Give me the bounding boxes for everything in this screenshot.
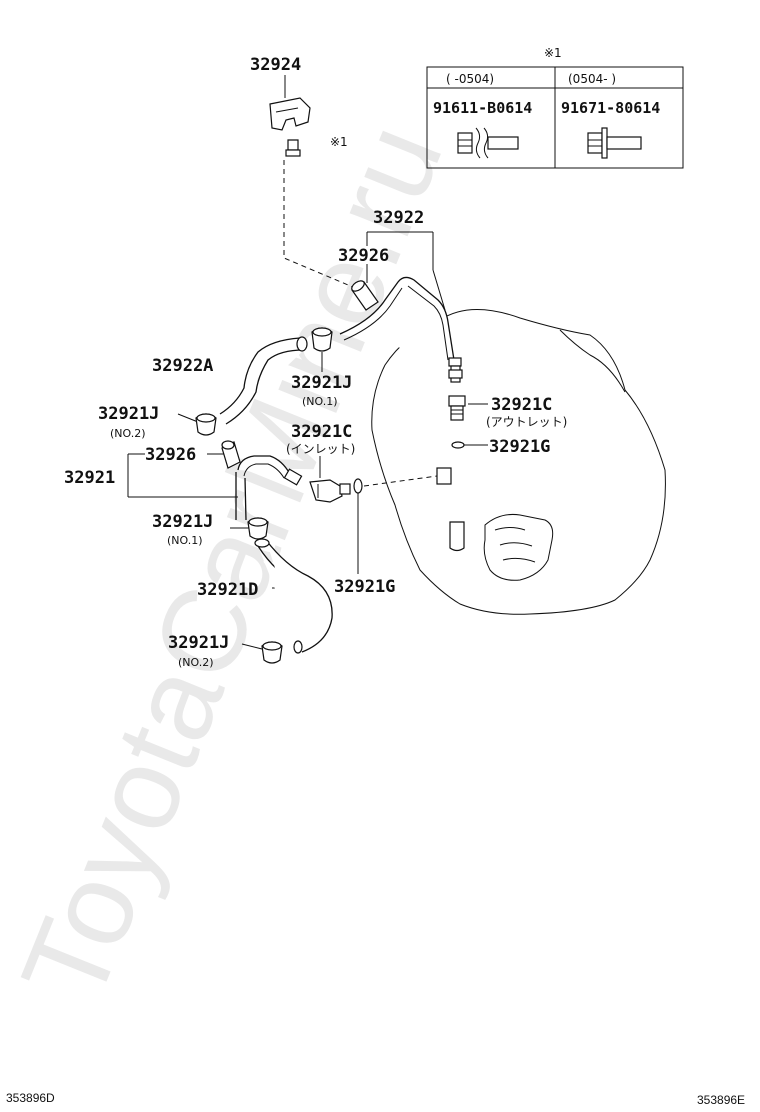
label-32921G-right: 32921G [489,437,550,457]
label-32921: 32921 [64,468,115,488]
label-no1-mid: (NO.1) [167,534,203,547]
clamp-32924-icon [269,97,311,157]
oring-32921G-bottom-icon [353,478,363,494]
hose-32922A [219,336,308,425]
sleeve-32926-mid-icon [221,440,241,469]
table-note-mark: ※1 [544,46,562,60]
clip-32921J-no1-top-icon [311,327,333,352]
clip-32921J-no2-top-icon [195,413,217,436]
label-32921D: 32921D [197,580,258,600]
footer-code-left: 353896D [6,1091,55,1105]
label-no2-top: (NO.2) [110,427,146,440]
label-32921J-no2-top: 32921J [98,404,159,424]
label-32921J-no1-mid: 32921J [152,512,213,532]
fitting-32921C-outlet-icon [448,395,466,421]
label-32922A: 32922A [152,356,213,376]
label-32921J-no2-bottom: 32921J [168,633,229,653]
label-32921C-inlet: 32921C [291,422,352,442]
label-32922: 32922 [373,208,424,228]
bolt-with-washer-icon [457,127,519,159]
table-header-left: ( -0504) [446,72,494,86]
label-32924: 32924 [250,55,301,75]
transmission-outline [371,309,666,615]
sleeve-32926-top-icon [351,280,379,311]
clip-32921J-no2-bottom-icon [261,641,283,664]
label-inlet-jp: (インレット) [286,442,355,456]
case-fitting-lower [449,521,465,552]
label-32926-top: 32926 [338,246,389,266]
table-part-right: 91671-80614 [561,99,660,117]
oring-32921G-right-icon [451,441,465,449]
label-no1-top: (NO.1) [302,395,338,408]
note-mark-bolt: ※1 [330,135,348,149]
case-fitting-upper [436,467,452,485]
bolt-table: ※1 ( -0504) (0504- ) 91611-B0614 91671-8… [426,46,684,169]
label-32921C-outlet: 32921C [491,395,552,415]
table-part-left: 91611-B0614 [433,99,532,117]
pipe-32922 [339,276,463,383]
footer-code-right: 353896E [697,1093,745,1107]
label-32926-mid: 32926 [145,445,196,465]
label-32921J-no1-top: 32921J [291,373,352,393]
clip-32921J-no1-mid-icon [247,517,269,540]
table-header-right: (0504- ) [568,72,616,86]
label-outlet-jp: (アウトレット) [486,415,567,429]
flange-bolt-icon [587,127,642,159]
hose-32921D [254,538,333,654]
label-no2-bottom: (NO.2) [178,656,214,669]
label-32921G-bottom: 32921G [334,577,395,597]
pipe-32921-inlet [235,455,303,521]
watermark: ToyotaCarMine.ru [0,107,468,1020]
fitting-32921C-inlet-icon [309,479,351,503]
